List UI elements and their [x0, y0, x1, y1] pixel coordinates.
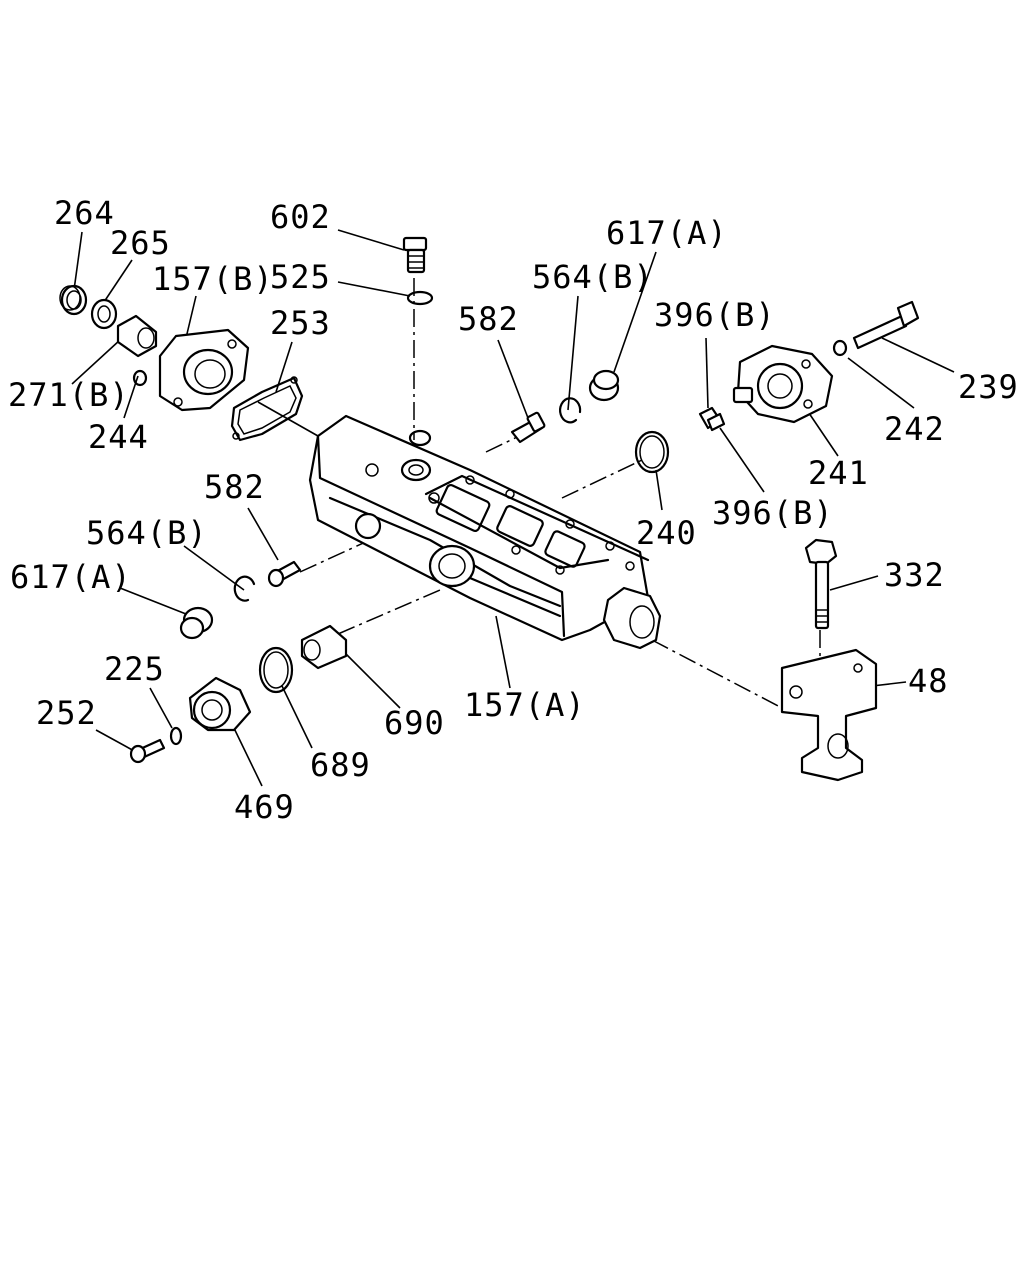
label-253: 253: [270, 304, 331, 342]
label-225: 225: [104, 650, 165, 688]
label-469: 469: [234, 788, 295, 826]
gasket-253: [230, 376, 304, 442]
bushing-271b: [116, 314, 158, 358]
label-239: 239: [958, 368, 1019, 406]
label-396b-lower: 396(B): [712, 494, 834, 532]
housing-157a: [308, 414, 662, 650]
pin-582-lower: [267, 560, 302, 588]
label-244: 244: [88, 418, 149, 456]
sleeve-690: [300, 624, 348, 670]
label-241: 241: [808, 454, 869, 492]
label-242: 242: [884, 410, 945, 448]
seal-264: [59, 284, 88, 316]
label-157b: 157(B): [152, 260, 274, 298]
plug-602: [402, 236, 428, 274]
label-564b-lower: 564(B): [86, 514, 208, 552]
label-582-upper: 582: [458, 300, 519, 338]
snap-ring-564b-lower: [233, 575, 256, 602]
label-48: 48: [908, 662, 949, 700]
label-264: 264: [54, 194, 115, 232]
o-ring-689: [258, 646, 294, 694]
label-690: 690: [384, 704, 445, 742]
label-332: 332: [884, 556, 945, 594]
washer-242: [832, 339, 848, 357]
label-617a-lower: 617(A): [10, 558, 132, 596]
plug-617a-lower: [179, 606, 214, 640]
label-602: 602: [270, 198, 331, 236]
ring-265: [90, 298, 118, 330]
pin-396b: [698, 406, 726, 432]
label-564b-upper: 564(B): [532, 258, 654, 296]
snap-ring-525: [406, 290, 434, 306]
bolt-332: [804, 538, 838, 630]
cover-157b: [158, 328, 250, 412]
pin-582-upper: [510, 411, 546, 444]
label-265: 265: [110, 224, 171, 262]
plug-617a-upper: [588, 369, 620, 402]
bracket-48: [780, 648, 878, 782]
snap-ring-564b-upper: [559, 397, 582, 424]
label-525: 525: [270, 258, 331, 296]
label-271b: 271(B): [8, 376, 130, 414]
o-ring-240: [634, 430, 670, 474]
label-240: 240: [636, 514, 697, 552]
label-582-lower: 582: [204, 468, 265, 506]
label-252: 252: [36, 694, 97, 732]
label-689: 689: [310, 746, 371, 784]
label-157a: 157(A): [464, 686, 586, 724]
bolt-239: [852, 300, 920, 350]
label-396b-upper: 396(B): [654, 296, 776, 334]
gear-469: [188, 676, 252, 732]
bolt-252: [129, 738, 166, 764]
washer-244: [132, 369, 148, 387]
washer-225: [169, 726, 183, 746]
label-617a-upper: 617(A): [606, 214, 728, 252]
actuator-241: [732, 344, 834, 424]
part-labels: 264 265 157(B) 271(B) 244 253 602 525 58…: [8, 194, 1019, 826]
leader-lines: [71, 229, 955, 787]
